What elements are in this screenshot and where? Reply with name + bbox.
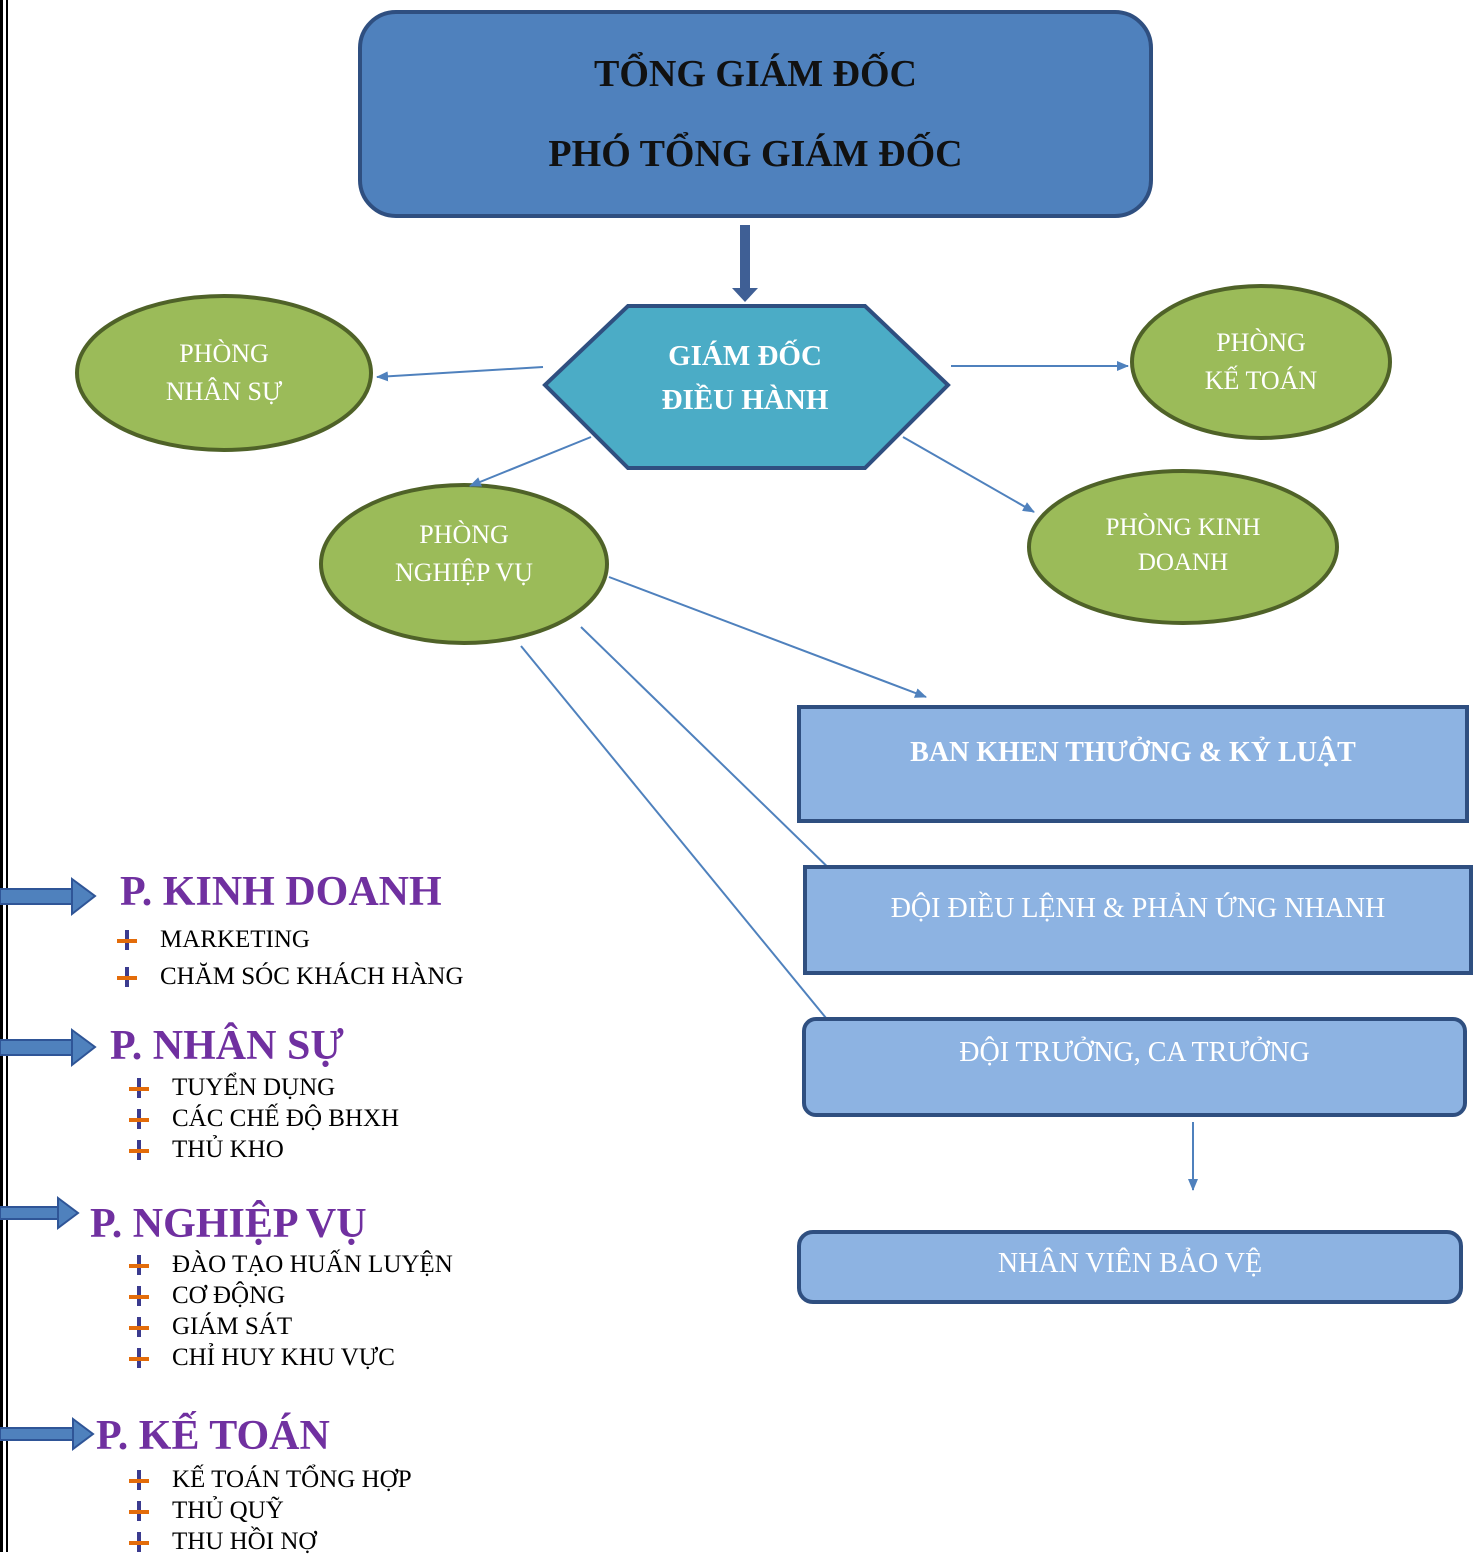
dept-accounting-title: P. KẾ TOÁN: [96, 1413, 330, 1459]
oval-sales: [1027, 469, 1339, 625]
page-border: [0, 0, 3, 1552]
list-item: CƠ ĐỘNG: [128, 1280, 453, 1311]
dept-sales-title: P. KINH DOANH: [120, 869, 442, 915]
dept-operations-list: ĐÀO TẠO HUẤN LUYỆN CƠ ĐỘNG GIÁM SÁT CHỈ …: [128, 1249, 453, 1373]
bullet-icon: [128, 1500, 150, 1522]
oval-operations-line2: NGHIỆP VỤ: [395, 558, 533, 587]
list-item: TUYỂN DỤNG: [128, 1072, 399, 1103]
bullet-icon: [128, 1254, 150, 1276]
list-item: CHỈ HUY KHU VỰC: [128, 1342, 453, 1373]
list-item: THỦ QUỸ: [128, 1495, 412, 1526]
oval-hr-label: PHÒNG NHÂN SỰ: [77, 296, 371, 450]
list-item: KẾ TOÁN TỔNG HỢP: [128, 1464, 412, 1495]
security-guards-label: NHÂN VIÊN BẢO VỆ: [997, 1248, 1263, 1279]
connector-top-to-executive: [732, 225, 758, 302]
page-border-inner: [6, 0, 8, 1552]
oval-accounting-line2: KẾ TOÁN: [1204, 366, 1318, 395]
oval-hr-line1: PHÒNG: [179, 339, 269, 368]
arrow-sales-icon: [0, 877, 97, 917]
connector-to-rapid: [580, 626, 842, 881]
oval-accounting-label: PHÒNG KẾ TOÁN: [1132, 286, 1390, 438]
dept-hr-list: TUYỂN DỤNG CÁC CHẾ ĐỘ BHXH THỦ KHO: [128, 1072, 399, 1165]
dept-sales-list: MARKETING CHĂM SÓC KHÁCH HÀNG: [116, 924, 464, 992]
bullet-icon: [128, 1531, 150, 1553]
bullet-icon: [116, 929, 138, 951]
bullet-icon: [128, 1139, 150, 1161]
bullet-icon: [128, 1077, 150, 1099]
arrow-hr-icon: [0, 1028, 97, 1068]
list-item: THỦ KHO: [128, 1134, 399, 1165]
bullet-icon: [128, 1108, 150, 1130]
connector-to-operations: [469, 436, 592, 487]
ceo-box: TỔNG GIÁM ĐỐC PHÓ TỔNG GIÁM ĐỐC: [358, 10, 1153, 218]
dept-operations-title: P. NGHIỆP VỤ: [90, 1201, 367, 1247]
list-item: GIÁM SÁT: [128, 1311, 453, 1342]
executive-label: GIÁM ĐỐC ĐIỀU HÀNH: [560, 328, 930, 428]
connector-to-hr: [376, 366, 544, 382]
oval-sales-line2: DOANH: [1137, 549, 1229, 576]
dept-accounting-list: KẾ TOÁN TỔNG HỢP THỦ QUỸ THU HỒI NỢ: [128, 1464, 412, 1557]
bullet-icon: [128, 1285, 150, 1307]
security-guards-box: NHÂN VIÊN BẢO VỆ: [797, 1230, 1463, 1304]
connector-to-discipline: [608, 576, 927, 698]
oval-operations-line1: PHÒNG: [419, 520, 509, 549]
connector-to-captains: [520, 645, 827, 1019]
oval-operations-label: PHÒNG NGHIỆP VỤ: [321, 480, 607, 638]
oval-sales-line1: PHÒNG KINH: [1105, 514, 1261, 541]
bullet-icon: [128, 1469, 150, 1491]
arrow-accounting-icon: [0, 1417, 95, 1451]
dept-hr-title: P. NHÂN SỰ: [110, 1023, 344, 1069]
list-item: ĐÀO TẠO HUẤN LUYỆN: [128, 1249, 453, 1280]
arrow-operations-icon: [0, 1196, 80, 1230]
executive-hexagon: [542, 304, 951, 470]
oval-hr: [75, 294, 373, 452]
executive-line2: ĐIỀU HÀNH: [661, 384, 829, 416]
bullet-icon: [128, 1316, 150, 1338]
list-item: CHĂM SÓC KHÁCH HÀNG: [116, 961, 464, 992]
oval-accounting: [1130, 284, 1392, 440]
oval-sales-label: PHÒNG KINH DOANH: [1029, 476, 1337, 628]
rapid-response-box: ĐỘI ĐIỀU LỆNH & PHẢN ỨNG NHANH: [803, 865, 1473, 975]
bullet-icon: [116, 966, 138, 988]
rapid-response-label: ĐỘI ĐIỀU LỆNH & PHẢN ỨNG NHANH: [890, 893, 1386, 924]
ceo-title: TỔNG GIÁM ĐỐC: [594, 53, 917, 95]
discipline-board-label: BAN KHEN THƯỞNG & KỶ LUẬT: [910, 737, 1356, 768]
team-captains-box: ĐỘI TRƯỞNG, CA TRƯỞNG: [802, 1017, 1467, 1117]
bullet-icon: [128, 1347, 150, 1369]
oval-operations: [319, 483, 609, 645]
executive-line1: GIÁM ĐỐC: [668, 340, 822, 372]
discipline-board-box: BAN KHEN THƯỞNG & KỶ LUẬT: [797, 705, 1469, 823]
deputy-ceo-title: PHÓ TỔNG GIÁM ĐỐC: [548, 133, 963, 175]
oval-accounting-line1: PHÒNG: [1216, 328, 1306, 357]
connector-to-sales: [902, 436, 1035, 513]
list-item: THU HỒI NỢ: [128, 1526, 412, 1557]
list-item: MARKETING: [116, 924, 464, 955]
list-item: CÁC CHẾ ĐỘ BHXH: [128, 1103, 399, 1134]
team-captains-label: ĐỘI TRƯỞNG, CA TRƯỞNG: [959, 1037, 1310, 1068]
oval-hr-line2: NHÂN SỰ: [165, 377, 283, 406]
